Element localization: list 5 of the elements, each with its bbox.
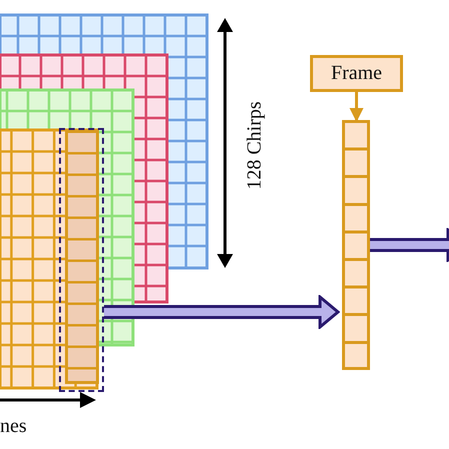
selection-box <box>59 128 104 392</box>
label-box: Frame <box>310 55 403 92</box>
axis-label: 128 Chirps <box>244 100 267 190</box>
axis-label: nes <box>0 415 27 438</box>
frame-column <box>342 120 370 370</box>
